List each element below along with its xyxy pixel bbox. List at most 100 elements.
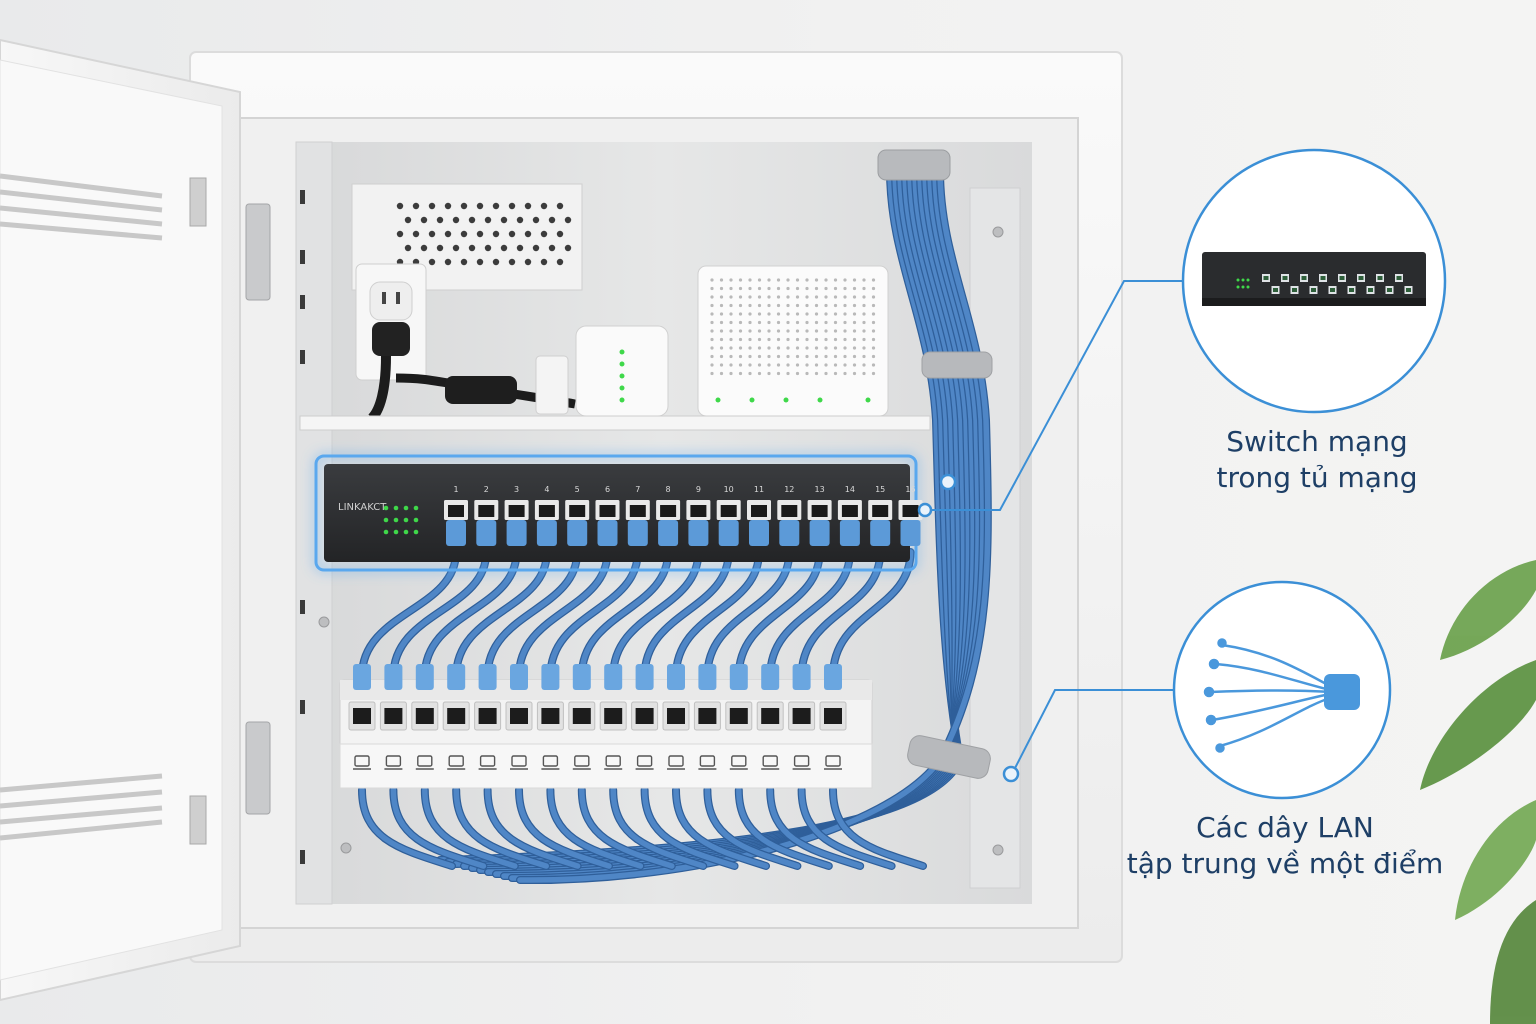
printer-icon xyxy=(635,755,654,770)
rail-slots xyxy=(300,190,305,864)
rj45-plug xyxy=(658,520,679,546)
rj45-plug xyxy=(572,664,591,690)
switch-brand: LINKAKCT xyxy=(338,502,387,513)
switch-port-number: 15 xyxy=(875,485,885,494)
switch-port-number: 16 xyxy=(905,485,915,494)
rj45-plug xyxy=(446,520,466,546)
small-sensor-device xyxy=(535,355,569,415)
power-outlet xyxy=(355,263,576,422)
camera-icon xyxy=(729,755,748,770)
switch-port-number: 12 xyxy=(784,485,794,494)
rj45-plug xyxy=(635,664,654,690)
switch-port-number: 2 xyxy=(484,485,489,494)
laptop-icon xyxy=(510,755,528,770)
rj45-plug xyxy=(809,520,830,546)
switch-port-number: 10 xyxy=(724,485,734,494)
rj45-plug xyxy=(415,664,434,690)
cables-callout-line1: Các dây LAN xyxy=(1196,811,1374,844)
cabinet-door xyxy=(0,38,271,1002)
router-device xyxy=(697,265,889,417)
mic-icon xyxy=(541,755,560,770)
rj45-plug xyxy=(541,664,560,690)
rj45-plug xyxy=(729,664,748,690)
rj45-plug xyxy=(536,520,557,546)
rj45-plug xyxy=(870,520,891,546)
phone-icon xyxy=(447,755,466,770)
laptop-icon xyxy=(478,755,497,770)
switch-port-number: 11 xyxy=(754,485,764,494)
rj45-plug xyxy=(667,664,685,690)
patch-panel xyxy=(339,664,873,789)
rj45-plug xyxy=(627,520,648,546)
rj45-plug xyxy=(506,520,527,546)
cables-callout-label: Các dây LAN tập trung về một điểm xyxy=(1120,810,1450,882)
rj45-plug xyxy=(353,664,371,690)
rj45-plug xyxy=(718,520,739,546)
callout-lines xyxy=(922,280,1184,775)
rj45-plug xyxy=(597,520,618,546)
switch-callout-line1: Switch mạng xyxy=(1226,425,1408,458)
rj45-plug xyxy=(384,664,403,690)
rj45-plug xyxy=(447,664,466,690)
frame-hinge-top xyxy=(245,203,271,301)
switch-port-number: 14 xyxy=(845,485,855,494)
patch-panel-ports xyxy=(348,664,847,731)
printer-icon xyxy=(604,755,623,770)
cable-tie-bottom xyxy=(907,735,991,779)
rj45-plug xyxy=(761,664,780,690)
rj45-plug xyxy=(478,664,497,690)
cables-callout-line2: tập trung về một điểm xyxy=(1126,847,1444,880)
laptop-icon xyxy=(353,755,371,770)
switch-port-number: 5 xyxy=(575,485,580,494)
callout-dot-cables xyxy=(1002,765,1020,783)
camera-icon xyxy=(824,755,842,770)
patch-panel-icons xyxy=(353,755,842,770)
door-vents-bottom xyxy=(0,773,163,841)
switch-port-number: 6 xyxy=(605,485,610,494)
switch-port-number: 8 xyxy=(666,485,671,494)
phone-icon xyxy=(415,755,434,770)
cable-bundle-icon xyxy=(1203,638,1360,753)
rj45-plug xyxy=(698,664,717,690)
door-vents-top xyxy=(0,173,163,241)
switch-port-number: 3 xyxy=(514,485,519,494)
phone-icon xyxy=(792,755,811,770)
callout-dot-switch-1 xyxy=(939,473,957,491)
switch-callout-label: Switch mạng trong tủ mạng xyxy=(1152,424,1482,496)
rj45-plug xyxy=(510,664,528,690)
gamepad-icon xyxy=(667,755,685,770)
switch-leds xyxy=(383,505,419,535)
rj45-plug xyxy=(900,520,921,546)
switch-port-number: 1 xyxy=(453,485,458,494)
rj45-plug xyxy=(749,520,769,546)
desk-icon xyxy=(761,755,780,770)
door-hinge-bottom xyxy=(189,795,207,845)
switch-port-number: 9 xyxy=(696,485,701,494)
rj45-plug xyxy=(567,520,588,546)
cable-tie-top xyxy=(921,351,993,379)
rj45-plug xyxy=(824,664,842,690)
rj45-plug xyxy=(688,520,709,546)
network-switch-icon xyxy=(1202,252,1426,306)
plant-leaves xyxy=(1420,560,1536,1024)
rj45-plug xyxy=(476,520,497,546)
monitor-icon xyxy=(384,755,403,770)
callout-dot-switch-2 xyxy=(917,502,933,518)
gamepad-icon xyxy=(698,755,717,770)
rj45-plug xyxy=(604,664,623,690)
door-hinge-top xyxy=(189,177,207,227)
rj45-plug xyxy=(779,520,800,546)
cable-grommet xyxy=(877,149,951,181)
rj45-plug xyxy=(792,664,811,690)
rj45-plug xyxy=(839,520,860,546)
poe-adapter xyxy=(575,325,669,417)
frame-hinge-bottom xyxy=(245,721,271,815)
switch-port-number: 4 xyxy=(544,485,549,494)
shelf xyxy=(299,415,931,431)
device-icon xyxy=(572,755,591,770)
switch-callout-line2: trong tủ mạng xyxy=(1216,461,1418,494)
switch-port-number: 13 xyxy=(815,485,825,494)
